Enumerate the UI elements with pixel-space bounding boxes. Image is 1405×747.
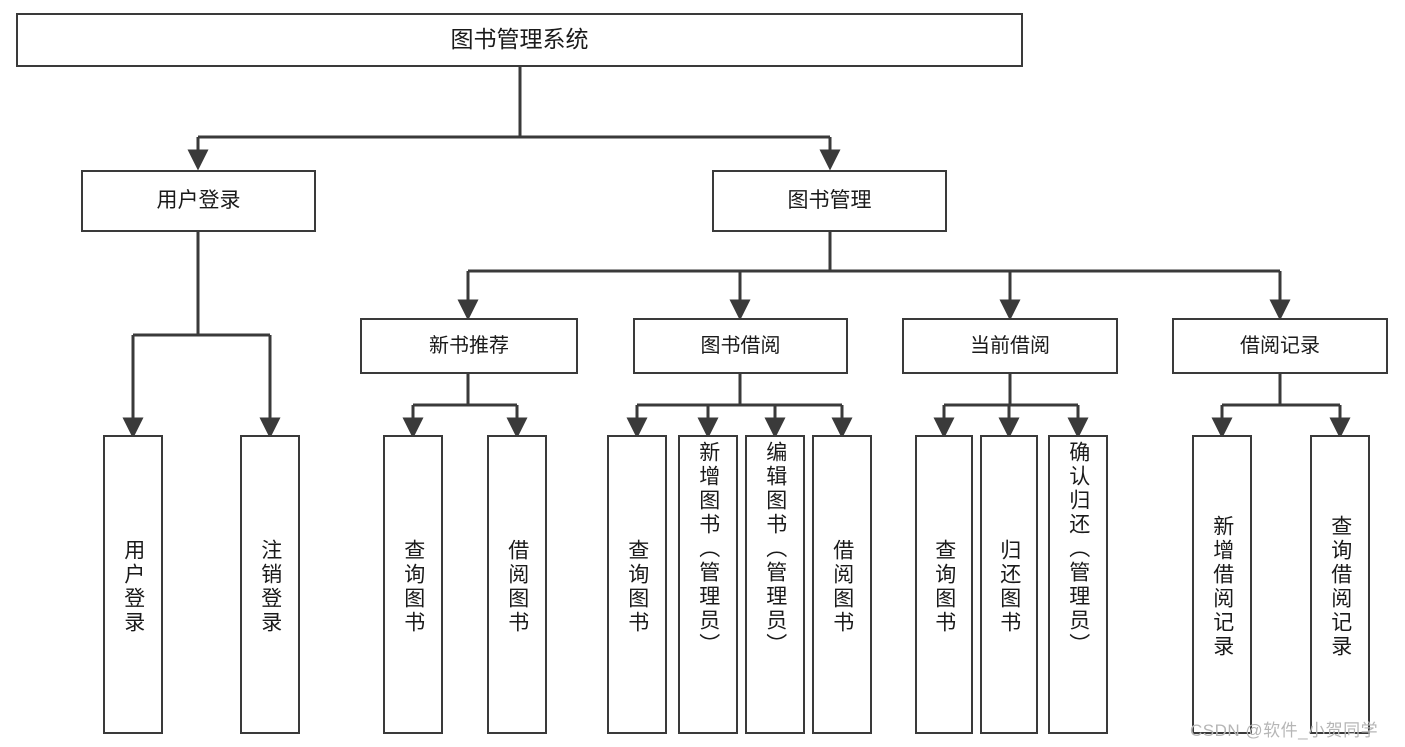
node-leaf-query-book-1-label: 查询图书 — [401, 538, 425, 635]
node-new-book-recommend-label: 新书推荐 — [429, 334, 509, 357]
node-leaf-borrow-book-1-label: 借阅图书 — [505, 538, 529, 635]
node-leaf-user-logout-label: 注销登录 — [258, 538, 282, 635]
node-leaf-borrow-book-2[interactable]: 借阅图书 — [812, 435, 872, 734]
node-book-borrow-label: 图书借阅 — [700, 334, 781, 357]
node-leaf-edit-book-label: 编辑图书（管理员） — [763, 441, 787, 657]
node-leaf-add-record[interactable]: 新增借阅记录 — [1192, 435, 1252, 734]
node-leaf-user-logout[interactable]: 注销登录 — [240, 435, 300, 734]
node-book-manage[interactable]: 图书管理 — [712, 170, 947, 232]
node-current-borrow[interactable]: 当前借阅 — [902, 318, 1118, 374]
node-user-login[interactable]: 用户登录 — [81, 170, 316, 232]
node-new-book-recommend[interactable]: 新书推荐 — [360, 318, 578, 374]
node-leaf-user-login-label: 用户登录 — [121, 538, 145, 635]
node-leaf-borrow-book-1[interactable]: 借阅图书 — [487, 435, 547, 734]
csdn-watermark: CSDN @软件_小贺同学 — [1190, 721, 1379, 740]
node-borrow-record-label: 借阅记录 — [1240, 334, 1320, 357]
node-leaf-add-book-label: 新增图书（管理员） — [696, 441, 720, 657]
node-current-borrow-label: 当前借阅 — [970, 334, 1050, 357]
node-root-label: 图书管理系统 — [450, 26, 589, 53]
node-leaf-query-book-3[interactable]: 查询图书 — [915, 435, 973, 734]
node-leaf-query-book-2-label: 查询图书 — [625, 538, 649, 635]
node-leaf-query-record-label: 查询借阅记录 — [1328, 514, 1352, 659]
node-user-login-label: 用户登录 — [156, 189, 241, 213]
node-borrow-record[interactable]: 借阅记录 — [1172, 318, 1388, 374]
node-leaf-add-record-label: 新增借阅记录 — [1210, 514, 1234, 659]
node-leaf-user-login[interactable]: 用户登录 — [103, 435, 163, 734]
node-leaf-edit-book[interactable]: 编辑图书（管理员） — [745, 435, 805, 734]
node-leaf-confirm-return-label: 确认归还（管理员） — [1066, 441, 1090, 657]
node-leaf-query-record[interactable]: 查询借阅记录 — [1310, 435, 1370, 734]
node-book-borrow[interactable]: 图书借阅 — [633, 318, 848, 374]
node-leaf-query-book-1[interactable]: 查询图书 — [383, 435, 443, 734]
node-root[interactable]: 图书管理系统 — [16, 13, 1023, 67]
node-leaf-return-book[interactable]: 归还图书 — [980, 435, 1038, 734]
node-leaf-borrow-book-2-label: 借阅图书 — [830, 538, 854, 635]
node-leaf-query-book-2[interactable]: 查询图书 — [607, 435, 667, 734]
node-leaf-confirm-return[interactable]: 确认归还（管理员） — [1048, 435, 1108, 734]
node-book-manage-label: 图书管理 — [787, 189, 872, 213]
node-leaf-add-book[interactable]: 新增图书（管理员） — [678, 435, 738, 734]
node-leaf-return-book-label: 归还图书 — [997, 538, 1021, 635]
node-leaf-query-book-3-label: 查询图书 — [932, 538, 956, 635]
